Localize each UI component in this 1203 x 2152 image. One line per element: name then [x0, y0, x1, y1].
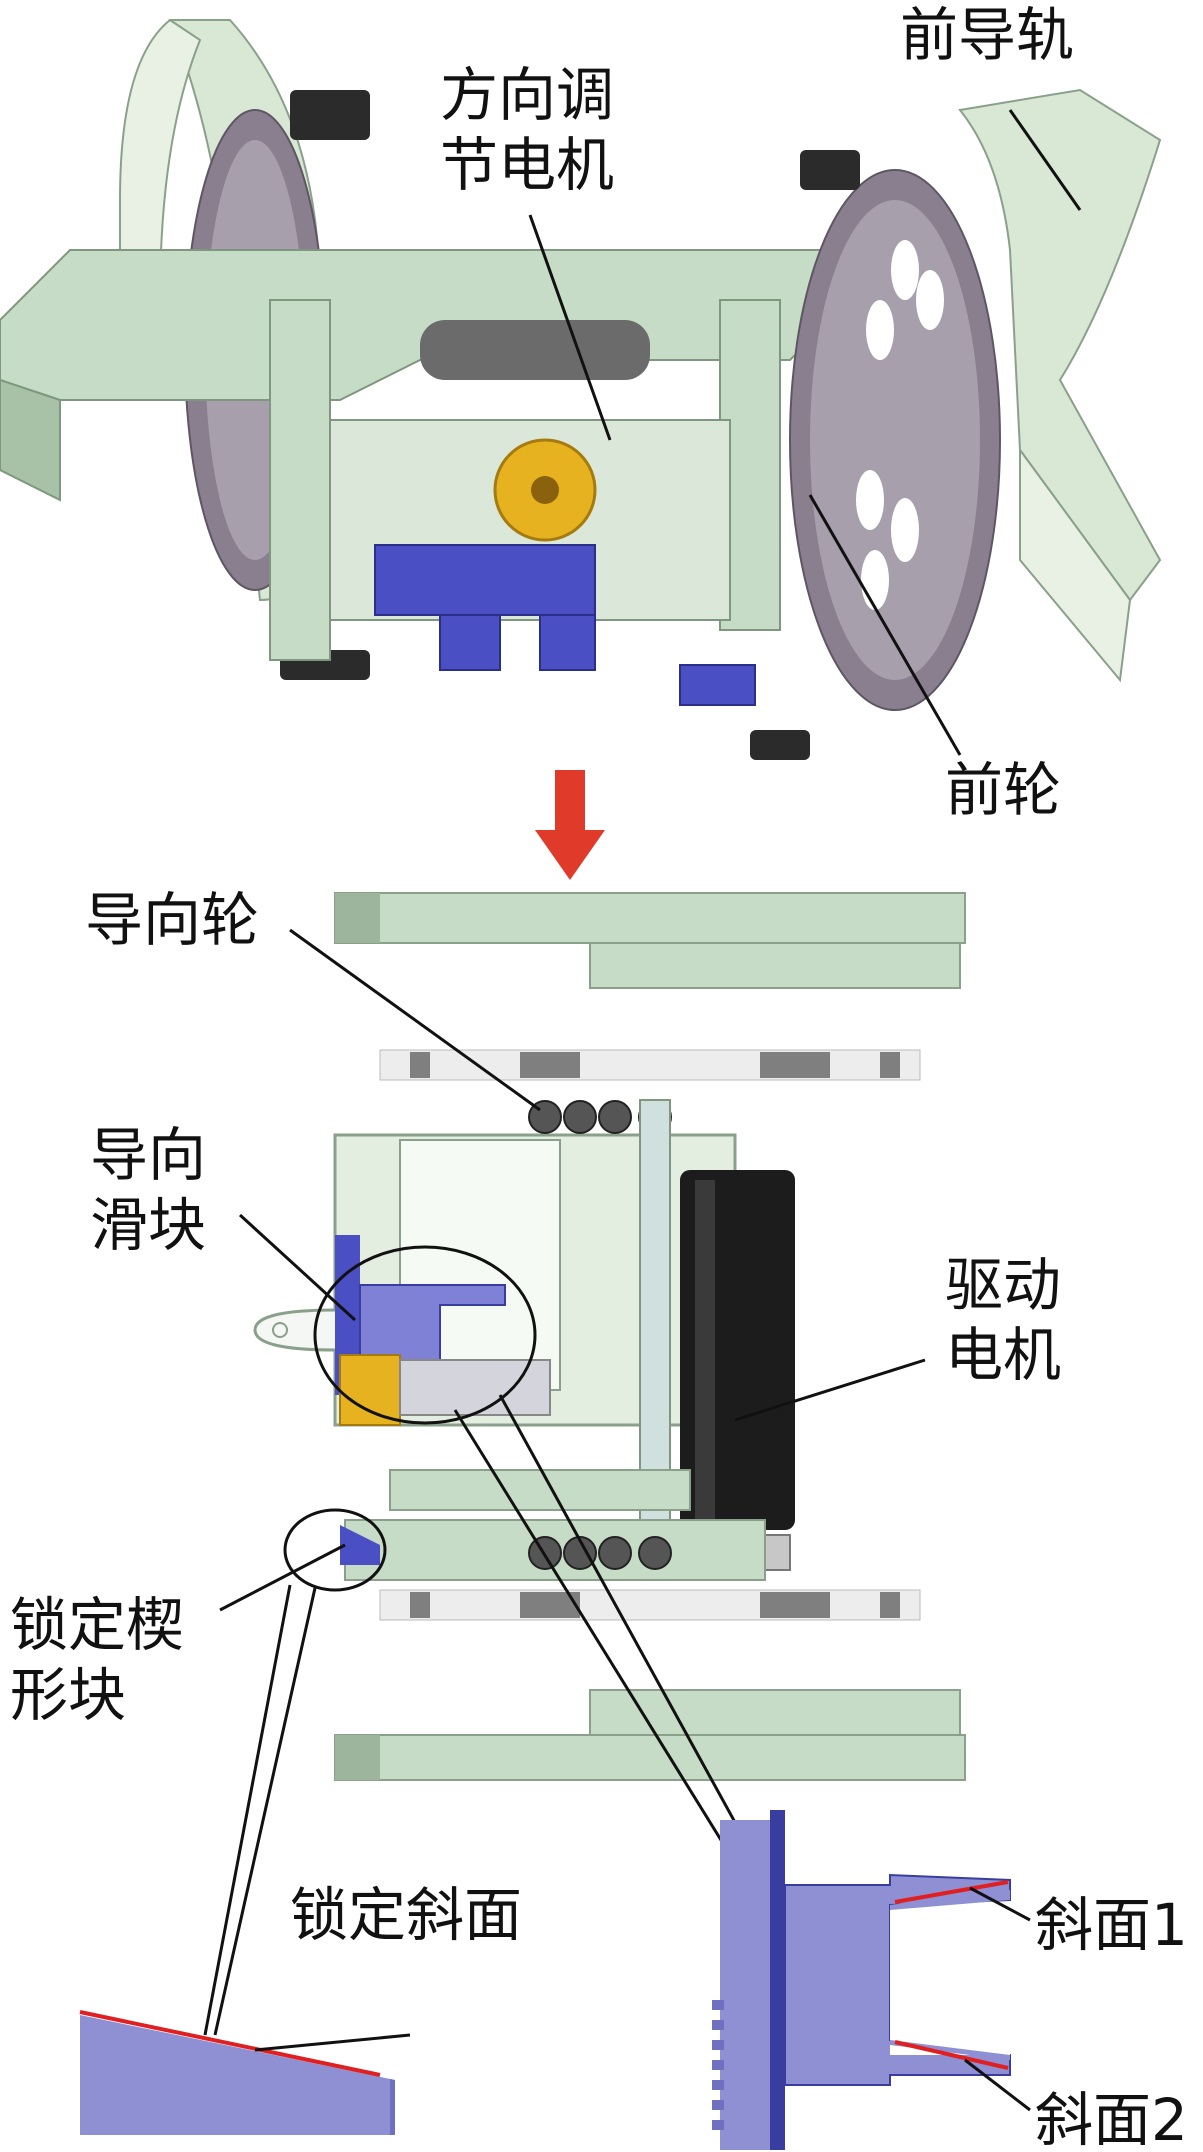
slider-block-3d	[374, 544, 756, 706]
label-drive-motor-1: 驱动	[945, 1251, 1061, 1319]
lock-slope-line	[79, 2010, 381, 2077]
leader-guide-slider	[238, 1213, 357, 1322]
leader-direction-motor	[528, 214, 612, 441]
leader-front-wheel	[808, 494, 962, 756]
label-front-wheel: 前轮	[945, 756, 1061, 824]
right-tread	[750, 150, 860, 760]
transition-arrow	[535, 770, 605, 880]
label-guide-slider-2: 滑块	[90, 1191, 206, 1259]
label-front-rail: 前导轨	[900, 1, 1074, 69]
leader-front-rail	[1008, 109, 1082, 211]
label-guide-slider-1: 导向	[90, 1121, 206, 1189]
lock-wedge-detail	[79, 2010, 395, 2135]
lock-wedge-small	[340, 1525, 380, 1565]
top-down-view	[253, 892, 966, 1781]
slope1-line	[894, 1880, 1009, 1904]
guide-wheels-bottom	[528, 1536, 672, 1570]
frame-left-post	[269, 299, 331, 661]
leader-slope2	[964, 2058, 1031, 2112]
label-direction-motor-1: 方向调	[440, 61, 614, 129]
right-rail	[958, 88, 1162, 602]
label-drive-motor-2: 电机	[945, 1321, 1061, 1389]
guide-slider-detail	[712, 1810, 1011, 2150]
frame-top	[0, 249, 821, 401]
label-direction-motor-2: 节电机	[440, 131, 614, 199]
leader-slope1	[969, 1886, 1031, 1922]
label-slope2: 斜面2	[1035, 2086, 1188, 2152]
direction-gear	[493, 438, 597, 542]
inner-cylinder	[420, 320, 650, 380]
zoom-circle-slider	[313, 1245, 537, 1425]
label-lock-slope: 锁定斜面	[290, 1881, 522, 1949]
leader-drive-motor	[734, 1358, 926, 1422]
leader-lock-slope	[254, 2033, 411, 2052]
leader-guide-wheel	[289, 928, 541, 1112]
label-lock-wedge-2: 形块	[10, 1661, 126, 1729]
leader-lock-wedge	[219, 1543, 346, 1612]
assembly-3d-view	[0, 18, 1162, 760]
slope2-line	[894, 2040, 1009, 2070]
label-lock-wedge-1: 锁定楔	[10, 1591, 184, 1659]
label-guide-wheel: 导向轮	[85, 886, 259, 954]
label-slope1: 斜面1	[1035, 1891, 1188, 1959]
zoom-circle-wedge	[283, 1508, 387, 1592]
